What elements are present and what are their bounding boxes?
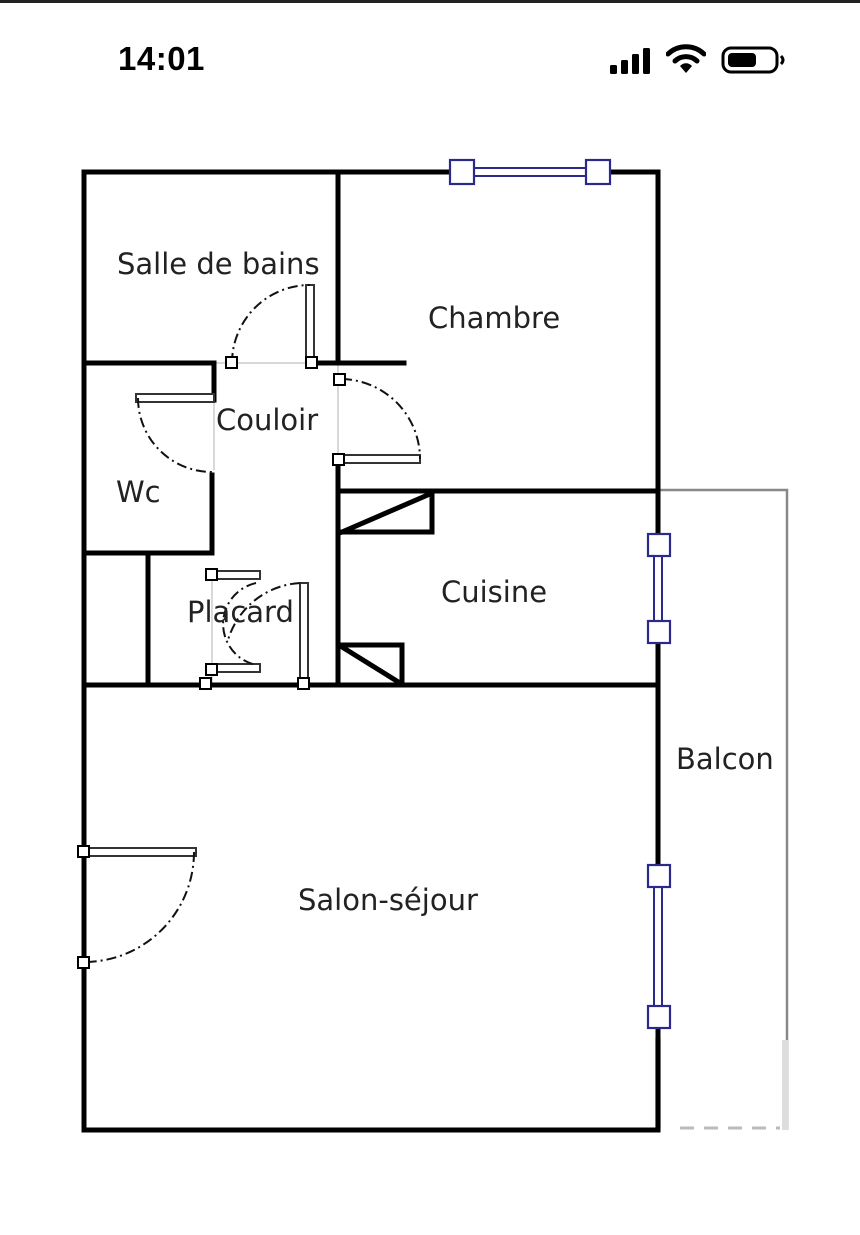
- window-bedroom: [448, 158, 612, 186]
- status-bar: 14:01: [0, 30, 860, 90]
- status-time: 14:01: [118, 40, 205, 77]
- door-wc: [135, 393, 215, 473]
- door-entrance: [83, 847, 197, 963]
- label-couloir: Couloir: [216, 403, 318, 437]
- hinge-points: [77, 356, 346, 969]
- battery-icon: [721, 46, 785, 74]
- door-bedroom: [339, 378, 421, 464]
- kitchen-fixtures: [337, 490, 435, 687]
- walls: [81, 169, 661, 1133]
- floor-plan: Salle de bains Chambre Couloir Wc Cuisin…: [77, 158, 789, 1133]
- door-bathroom: [231, 284, 315, 364]
- label-salle-de-bains: Salle de bains: [117, 247, 320, 281]
- label-wc: Wc: [116, 475, 161, 509]
- label-chambre: Chambre: [428, 301, 560, 335]
- label-salon-sejour: Salon-séjour: [298, 883, 478, 917]
- cellular-signal-icon: [610, 48, 650, 74]
- balcony-outline: [655, 488, 789, 1130]
- wifi-icon: [666, 44, 706, 73]
- label-cuisine: Cuisine: [441, 575, 547, 609]
- top-divider: [0, 0, 860, 3]
- label-placard: Placard: [187, 595, 294, 629]
- window-kitchen: [646, 532, 672, 645]
- label-balcon: Balcon: [676, 742, 774, 776]
- window-living: [646, 863, 672, 1030]
- status-icons: [606, 42, 791, 78]
